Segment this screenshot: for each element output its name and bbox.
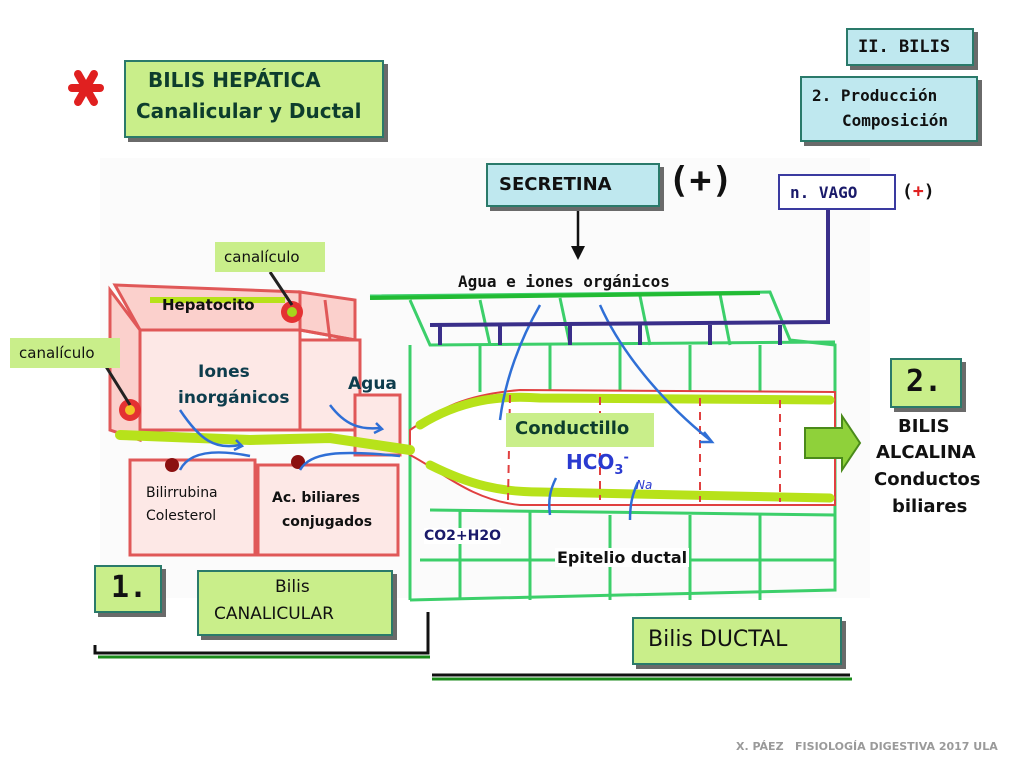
canaliculo-top-box xyxy=(215,242,325,272)
vago-effect: (+) xyxy=(902,181,935,202)
hco3-sup: - xyxy=(623,450,629,466)
hco3-sub: 3 xyxy=(614,463,624,478)
lumen-bile-lower xyxy=(425,460,835,503)
section-tag xyxy=(846,28,974,66)
secretina-effect: (+) xyxy=(668,160,733,201)
iones-line1: Iones xyxy=(198,362,250,382)
canalicular-bile-channel xyxy=(115,430,415,455)
step1-box xyxy=(94,565,162,613)
alcalina-line1: BILIS xyxy=(898,416,950,437)
title-box xyxy=(124,60,384,138)
molecule-dot-1 xyxy=(165,458,179,472)
hepatocytes xyxy=(108,283,402,557)
canaliculus-spot-top xyxy=(281,301,303,323)
vago-effect-open: ( xyxy=(902,181,913,202)
ductal-label: Bilis DUCTAL xyxy=(648,627,788,652)
canalicular-box xyxy=(197,570,393,636)
conductillo-label: Conductillo xyxy=(515,418,630,439)
alcalina-line4: biliares xyxy=(892,496,968,517)
ductal-box xyxy=(632,617,842,665)
secretina-label: SECRETINA xyxy=(499,174,612,195)
molecule-dot-2 xyxy=(291,455,305,469)
asterisk-icon xyxy=(68,70,104,106)
epitelio-label: Epitelio ductal xyxy=(555,548,690,567)
hco3-text: HCO xyxy=(566,450,615,474)
canaliculo-top-label: canalículo xyxy=(224,248,300,266)
duct-top-edge xyxy=(369,291,761,300)
canaliculus-spot-left xyxy=(119,399,141,421)
na-label: Na xyxy=(636,478,653,492)
acidos-line1: Ac. biliares xyxy=(272,490,360,506)
co2-label: CO2+H2O xyxy=(424,528,502,544)
vagus-nerve xyxy=(429,210,830,345)
step2-box xyxy=(890,358,962,408)
secretina-effect-text: (+) xyxy=(668,160,734,201)
hco3-label: HCO3- xyxy=(566,450,629,478)
duct-lumen xyxy=(409,388,836,506)
canaliculo-left-box xyxy=(10,338,120,368)
pointer-canaliculo-top xyxy=(268,271,294,306)
bilirrubina-line2: Colesterol xyxy=(146,508,217,524)
subsection-box xyxy=(800,76,978,142)
step1-label: 1. xyxy=(111,570,148,605)
secretion-arrows xyxy=(178,304,715,521)
secretina-box xyxy=(486,163,660,207)
lumen-bile-upper xyxy=(415,392,835,430)
footer-credit: X. PÁEZ FISIOLOGÍA DIGESTIVA 2017 ULA xyxy=(736,740,998,753)
subsection-line2: Composición xyxy=(842,111,948,130)
alcalina-line2: ALCALINA xyxy=(876,442,976,463)
agua-label: Agua xyxy=(348,374,397,394)
canalicular-bracket xyxy=(93,612,430,655)
canalicular-line2: CANALICULAR xyxy=(214,604,334,624)
title-line2: Canalicular y Ductal xyxy=(136,99,362,123)
vago-label: n. VAGO xyxy=(790,183,858,202)
secretina-output: Agua e iones orgánicos xyxy=(458,272,670,291)
conductillo-box xyxy=(506,413,654,447)
secretin-arrowhead xyxy=(571,246,585,260)
vago-effect-close: ) xyxy=(923,181,935,202)
step2-label: 2. xyxy=(906,364,943,399)
alcalina-line3: Conductos xyxy=(874,469,981,490)
output-arrow xyxy=(804,412,862,474)
bilirrubina-line1: Bilirrubina xyxy=(146,485,218,501)
acidos-line2: conjugados xyxy=(282,514,373,530)
iones-line2: inorgánicos xyxy=(178,388,290,408)
vago-effect-sign: + xyxy=(912,181,924,202)
section-tag-text: II. BILIS xyxy=(858,37,951,57)
pointer-canaliculo-left xyxy=(103,364,132,406)
canaliculo-left-label: canalículo xyxy=(19,344,95,362)
title-line1: BILIS HEPÁTICA xyxy=(148,68,321,92)
hepatocito-label: Hepatocito xyxy=(162,296,255,314)
vago-box xyxy=(778,174,896,210)
subsection-line1: 2. Producción xyxy=(812,86,938,105)
canalicular-line1: Bilis xyxy=(275,577,310,597)
